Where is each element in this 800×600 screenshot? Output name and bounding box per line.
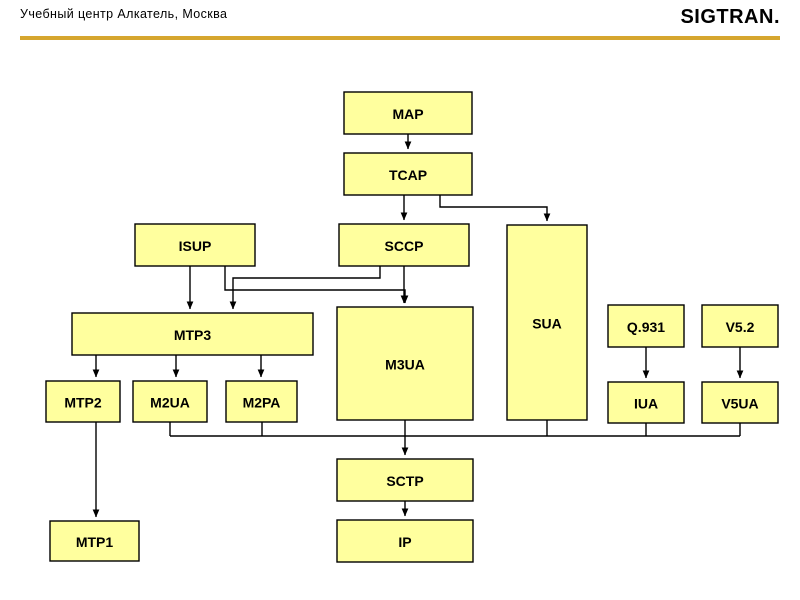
block-isup[interactable]: ISUP xyxy=(134,223,256,267)
connector-layer xyxy=(92,134,744,518)
block-sccp-rect xyxy=(338,223,470,267)
block-m3ua-label: M3UA xyxy=(385,357,425,373)
block-m2pa-label: M2PA xyxy=(243,395,281,411)
block-sua-label: SUA xyxy=(532,316,562,332)
block-m2ua[interactable]: M2UA xyxy=(132,380,208,423)
block-sccp[interactable]: SCCP xyxy=(338,223,470,267)
block-isup-label: ISUP xyxy=(179,238,212,254)
connector-tcap-to-sua xyxy=(439,195,551,222)
block-mtp2-rect xyxy=(45,380,121,423)
block-isup-rect xyxy=(134,223,256,267)
block-iua-rect xyxy=(607,381,685,424)
block-sua[interactable]: SUA xyxy=(506,224,588,421)
block-m2ua-label: M2UA xyxy=(150,395,190,411)
block-m3ua-rect xyxy=(336,306,474,421)
block-sua-rect xyxy=(506,224,588,421)
block-mtp3-label: MTP3 xyxy=(174,327,212,343)
block-map-label: MAP xyxy=(392,106,423,122)
block-sctp-label: SCTP xyxy=(386,473,423,489)
block-tcap-rect xyxy=(343,152,473,196)
header-course-label: Учебный центр Алкатель, Москва xyxy=(20,7,228,21)
block-ip[interactable]: IP xyxy=(336,519,474,563)
block-sctp-rect xyxy=(336,458,474,502)
block-m3ua[interactable]: M3UA xyxy=(336,306,474,421)
block-mtp2-label: MTP2 xyxy=(64,395,102,411)
block-q931-rect xyxy=(607,304,685,348)
block-v5ua-rect xyxy=(701,381,779,424)
header-divider xyxy=(20,36,780,40)
block-mtp1-rect xyxy=(49,520,140,562)
block-v5ua[interactable]: V5UA xyxy=(701,381,779,424)
connector-sccp-to-mtp3 xyxy=(229,266,381,310)
slide-title: SIGTRAN. xyxy=(680,6,780,28)
block-map[interactable]: MAP xyxy=(343,91,473,135)
block-v5ua-label: V5UA xyxy=(721,396,758,412)
block-map-rect xyxy=(343,91,473,135)
block-m2pa-rect xyxy=(225,380,298,423)
block-mtp3[interactable]: MTP3 xyxy=(71,312,314,356)
block-q931-label: Q.931 xyxy=(627,319,665,335)
connector-isup-to-m3ua xyxy=(224,266,409,304)
block-tcap-label: TCAP xyxy=(389,167,427,183)
block-mtp3-rect xyxy=(71,312,314,356)
block-m2ua-rect xyxy=(132,380,208,423)
block-mtp1-label: MTP1 xyxy=(76,534,114,550)
block-mtp1[interactable]: MTP1 xyxy=(49,520,140,562)
block-ip-rect xyxy=(336,519,474,563)
block-sccp-label: SCCP xyxy=(385,238,424,254)
block-v52-rect xyxy=(701,304,779,348)
block-m2pa[interactable]: M2PA xyxy=(225,380,298,423)
block-ip-label: IP xyxy=(398,534,411,550)
block-q931[interactable]: Q.931 xyxy=(607,304,685,348)
block-v52[interactable]: V5.2 xyxy=(701,304,779,348)
block-tcap[interactable]: TCAP xyxy=(343,152,473,196)
block-sctp[interactable]: SCTP xyxy=(336,458,474,502)
block-v52-label: V5.2 xyxy=(726,319,755,335)
block-iua[interactable]: IUA xyxy=(607,381,685,424)
block-mtp2[interactable]: MTP2 xyxy=(45,380,121,423)
block-iua-label: IUA xyxy=(634,396,658,412)
